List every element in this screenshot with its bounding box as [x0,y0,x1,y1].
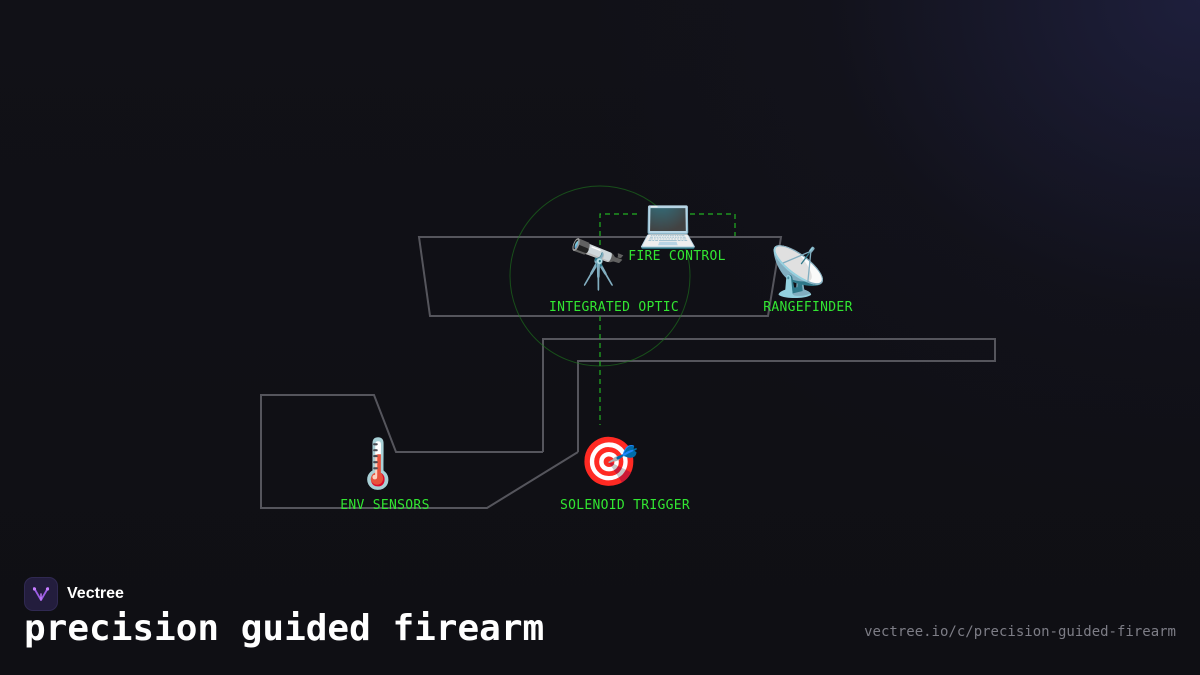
stock-outline [260,394,579,509]
firearm-outline [260,236,996,509]
solenoid-trigger-label: SOLENOID TRIGGER [559,498,691,513]
connection-fire-control-rangefinder [690,213,736,236]
thermometer-icon: 🌡️ [348,436,408,492]
integrated-optic-label: INTEGRATED OPTIC [548,300,680,315]
source-url[interactable]: vectree.io/c/precision-guided-firearm [864,624,1176,640]
telescope-icon: 🔭 [568,237,628,293]
vectree-logo-icon [24,577,58,611]
connection-optic-fire-control [599,213,640,245]
satellite-dish-icon: 📡 [768,244,828,300]
barrel-outline [542,338,996,452]
target-icon: 🎯 [579,434,639,490]
scope-outline [417,236,783,317]
brand-name: Vectree [67,585,124,602]
connections [599,213,736,425]
env-sensors-label: ENV SENSORS [340,498,430,513]
rangefinder-label: RANGEFINDER [763,300,853,315]
brand: Vectree [24,577,124,611]
fire-control-label: FIRE CONTROL [628,249,726,264]
laptop-icon: 💻 [638,195,698,251]
page-title: precision guided firearm [24,608,545,649]
